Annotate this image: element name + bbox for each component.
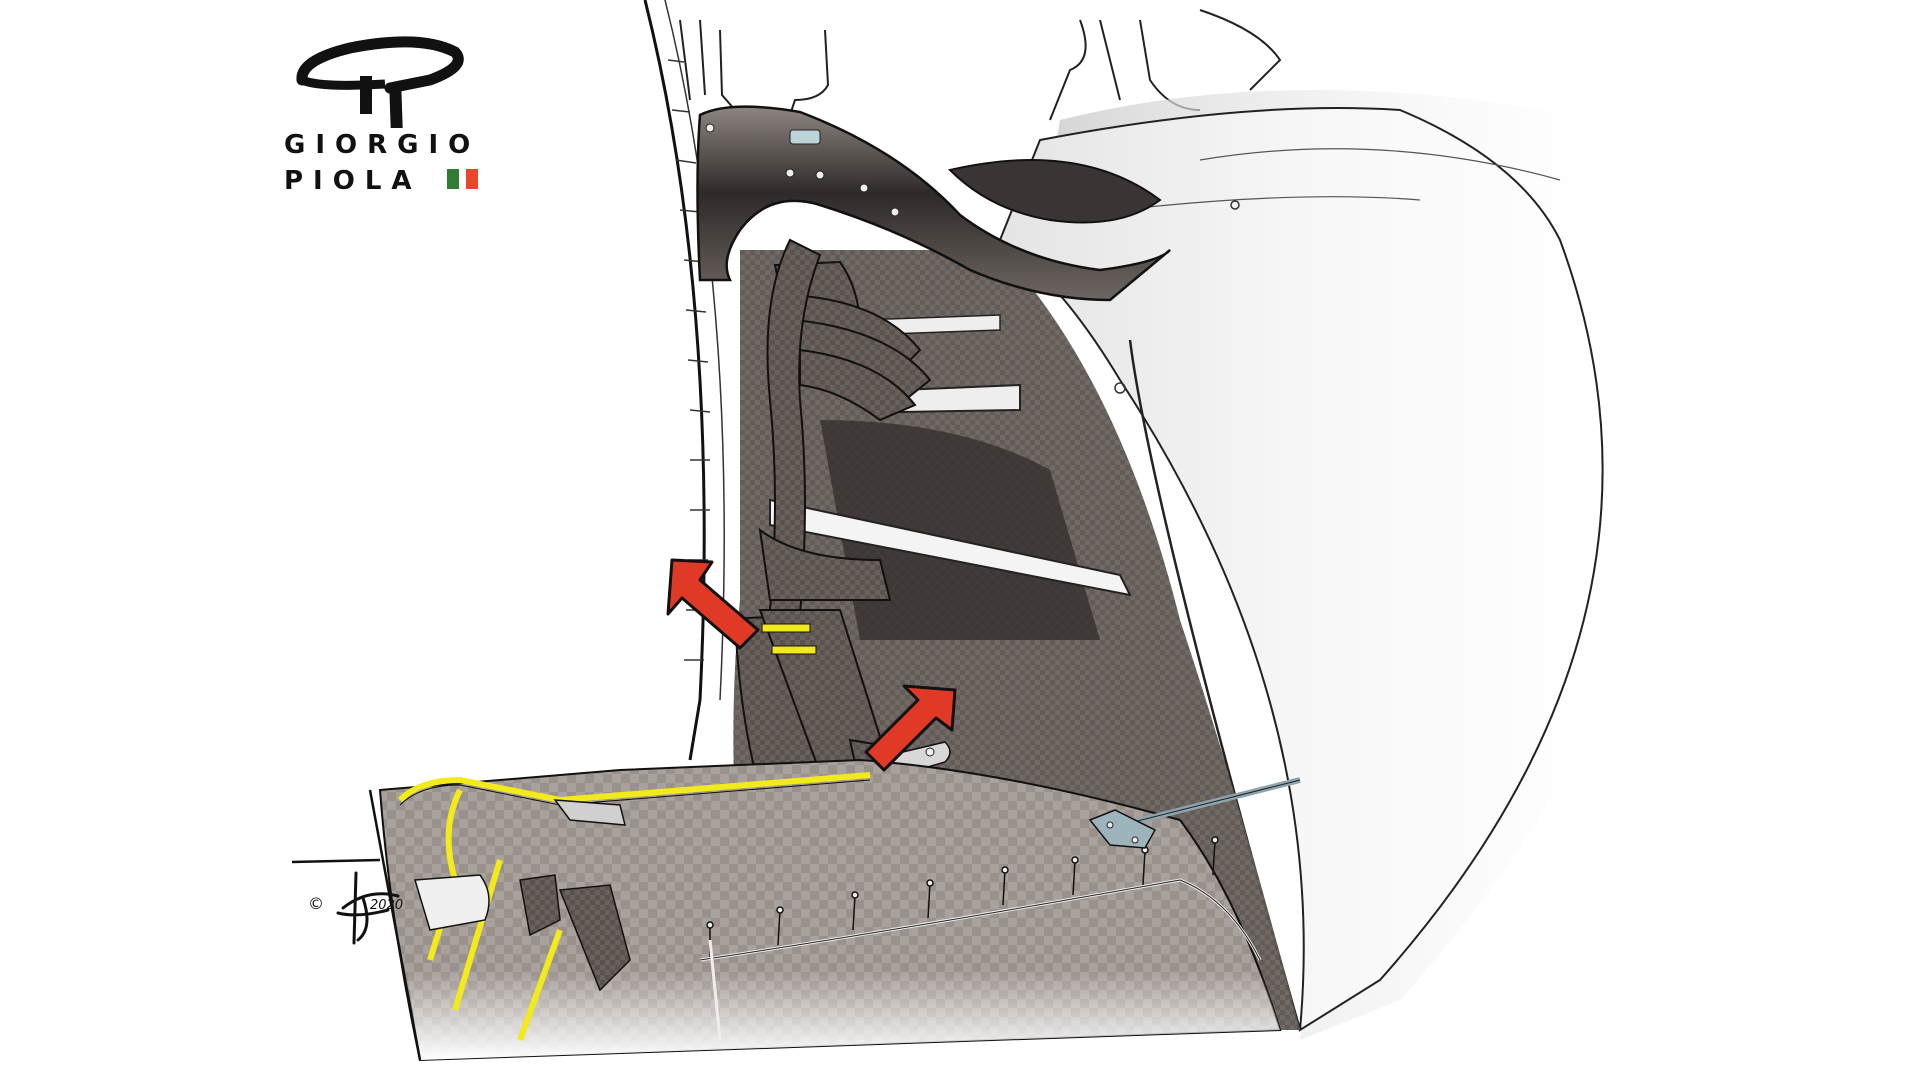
- artist-signature: © 2020: [308, 868, 418, 948]
- flag-green-bar: [447, 169, 459, 189]
- floor: [378, 758, 1282, 1062]
- red-arrow-upper: [666, 558, 760, 650]
- floor-stay-rod: [1088, 777, 1301, 849]
- sidepod-bodywork: [998, 90, 1670, 1040]
- turning-vanes: [758, 238, 932, 617]
- gp-monogram-icon: [296, 36, 464, 128]
- giorgio-piola-logo: GIORGIO PIOLA: [280, 28, 480, 198]
- signature-year: 2020: [370, 898, 404, 913]
- reference-line: [291, 858, 381, 864]
- flag-red-bar: [466, 169, 478, 189]
- logo-text-line2: PIOLA: [284, 166, 422, 196]
- logo-text-line1: GIORGIO: [284, 130, 481, 160]
- signature-scribble-icon: [336, 871, 400, 945]
- signature-copyright: ©: [308, 894, 324, 913]
- floor-leading-edge: [368, 789, 422, 1061]
- red-arrow-lower: [864, 684, 957, 772]
- top-duct: [696, 105, 1171, 302]
